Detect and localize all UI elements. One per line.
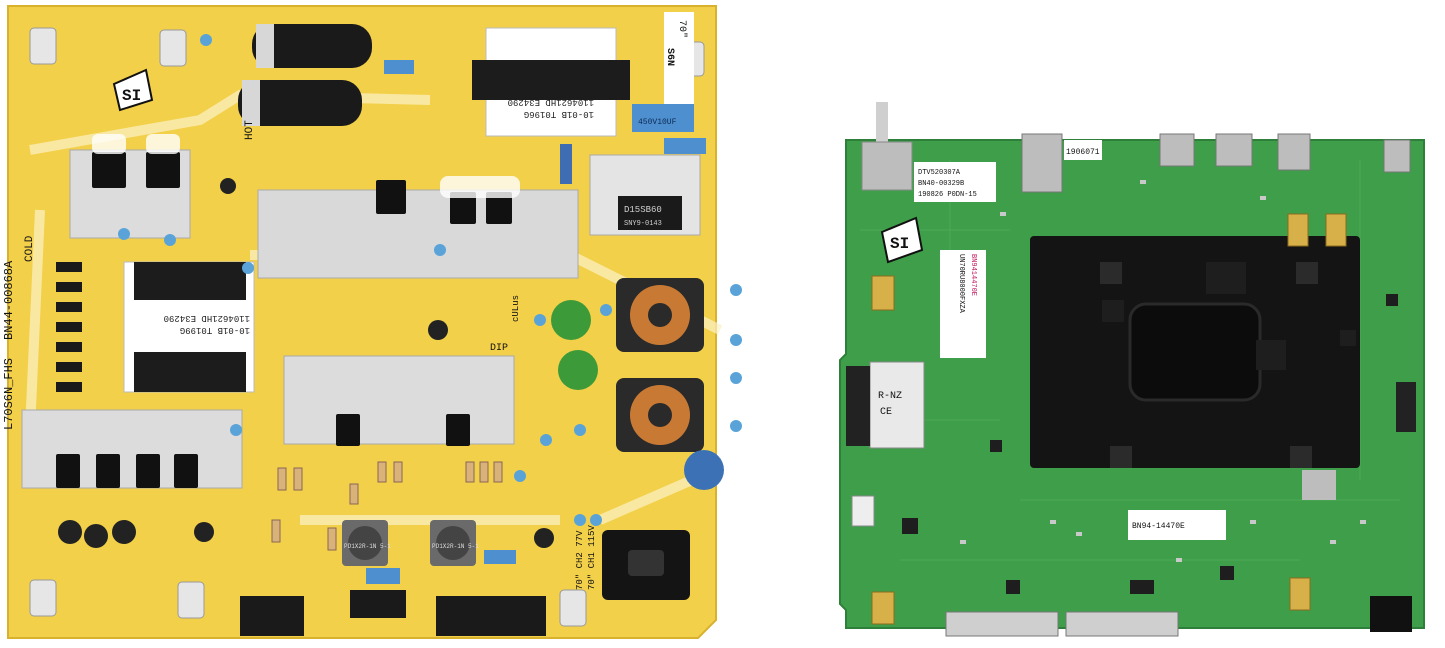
hdmi-port-4 [1383, 139, 1411, 173]
main-board: DTV520307A BN40-00329B 190826 P0DN-15 19… [839, 102, 1425, 637]
soc-shield [1030, 236, 1360, 468]
output-connector-1 [240, 596, 304, 636]
bridge-rectifier [618, 196, 682, 230]
output-connector-2 [436, 596, 546, 636]
hdmi-port-1 [1159, 133, 1195, 167]
hdmi-port-3 [1277, 133, 1311, 171]
module-label-2: CE [880, 407, 892, 418]
ul-mark: cULus [511, 295, 521, 322]
transformer-top-text-1: 1104621HD E34290 [508, 97, 594, 107]
lvds-connector-1 [945, 611, 1059, 637]
antenna-connector [876, 102, 888, 150]
bottom-sticker-text: BN94-14470E [1132, 522, 1185, 531]
transformer-left-text-1: 1104621HD E34290 [164, 313, 250, 323]
silk-hot: HOT [244, 120, 256, 140]
top-sticker: 1906071 [1066, 148, 1100, 157]
toroid-chokes [616, 278, 704, 452]
wifi-module [869, 361, 925, 449]
tuner-label-3: 190826 P0DN-15 [918, 191, 977, 199]
tuner-can [861, 141, 913, 191]
silk-dip: DIP [490, 343, 508, 354]
power-connector [1370, 596, 1412, 632]
electrolytic-capacitors [238, 24, 372, 126]
model-label [664, 12, 694, 104]
label-series: S6N [664, 48, 675, 66]
usb-port [1021, 133, 1063, 193]
label-size: 70" [676, 20, 688, 38]
cap-text: 450V10UF [638, 118, 677, 127]
silk-cold: COLD [24, 235, 36, 262]
inductor-2-text: PD1X2R-1N 5-1 [432, 543, 479, 550]
tuner-label [914, 162, 996, 202]
bridge-text-1: D15SB60 [624, 205, 662, 215]
side-sticker [940, 250, 986, 358]
si-sticker-power: SI [122, 87, 141, 105]
bridge-text-2: SNY9-0143 [624, 220, 662, 228]
side-sticker-1: UN70RU8000FXZA [957, 254, 965, 314]
side-sticker-2: BN9414470E [969, 254, 977, 296]
silk-connector-2: 70" CH2 77V [575, 530, 585, 590]
inductor-1-text: PD1X2R-1N 5-1 [344, 543, 391, 550]
silk-model: L70S6N_FHS [2, 358, 16, 430]
transformer-left-text-2: 10-01B T0199G [180, 325, 250, 335]
module-label-1: R-NZ [878, 391, 902, 402]
tuner-label-1: DTV520307A [918, 169, 961, 177]
hdmi-port-2 [1215, 133, 1253, 167]
tuner-label-2: BN40-00329B [918, 180, 964, 188]
lvds-connector-2 [1065, 611, 1179, 637]
si-sticker-main: SI [890, 235, 909, 253]
transformer-top-text-2: 10-01B T0196G [524, 109, 594, 119]
bottom-sticker [1128, 510, 1226, 540]
silk-part: BN44-00868A [2, 260, 16, 340]
power-supply-board: D15SB60 SNY9-0143 1104621HD E34290 10-01… [2, 5, 742, 639]
silk-connector: 70" CH1 115V [587, 525, 597, 590]
